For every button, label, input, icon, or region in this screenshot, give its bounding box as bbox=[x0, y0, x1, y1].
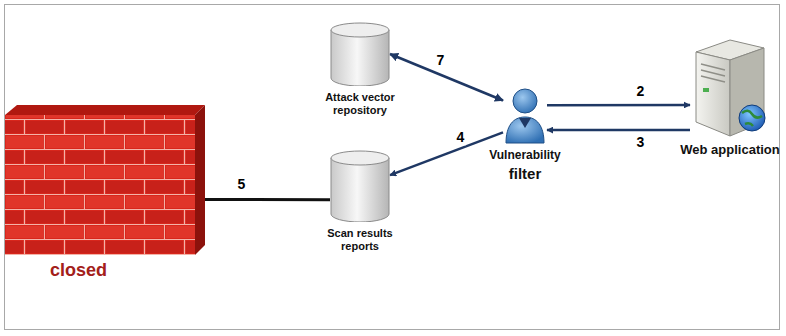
node-label: closed bbox=[5, 260, 205, 281]
step-number: 7 bbox=[435, 54, 447, 69]
node-label: Scan results reports bbox=[312, 227, 408, 252]
flow-arrow bbox=[547, 104, 690, 107]
brick-wall bbox=[5, 105, 205, 255]
database-cylinder bbox=[330, 22, 390, 86]
node-icon bbox=[330, 22, 390, 86]
flow-arrow bbox=[547, 129, 690, 132]
step-number: 3 bbox=[635, 135, 647, 150]
node-icon bbox=[503, 86, 547, 144]
step-number: 2 bbox=[635, 84, 647, 99]
node-icon bbox=[5, 105, 205, 255]
link-line bbox=[205, 198, 330, 201]
web-server bbox=[690, 38, 770, 138]
database-node: Scan results reports bbox=[312, 150, 408, 252]
node-label: Web application bbox=[678, 143, 782, 158]
node-label: filter bbox=[476, 165, 574, 182]
actor-node: Vulnerability filter bbox=[476, 86, 574, 182]
firewall-node: closed bbox=[5, 105, 205, 281]
flow-arrow bbox=[390, 132, 503, 175]
node-label: Attack vector repository bbox=[312, 91, 408, 116]
flow-arrow bbox=[390, 54, 503, 101]
user-figure bbox=[503, 86, 547, 144]
server-node: Web application bbox=[678, 38, 782, 158]
node-icon bbox=[330, 150, 390, 222]
node-label: Vulnerability bbox=[476, 149, 574, 163]
node-icon bbox=[690, 38, 770, 138]
database-cylinder bbox=[330, 150, 390, 222]
step-number: 5 bbox=[236, 177, 248, 192]
database-node: Attack vector repository bbox=[312, 22, 408, 116]
step-number: 4 bbox=[455, 130, 467, 145]
